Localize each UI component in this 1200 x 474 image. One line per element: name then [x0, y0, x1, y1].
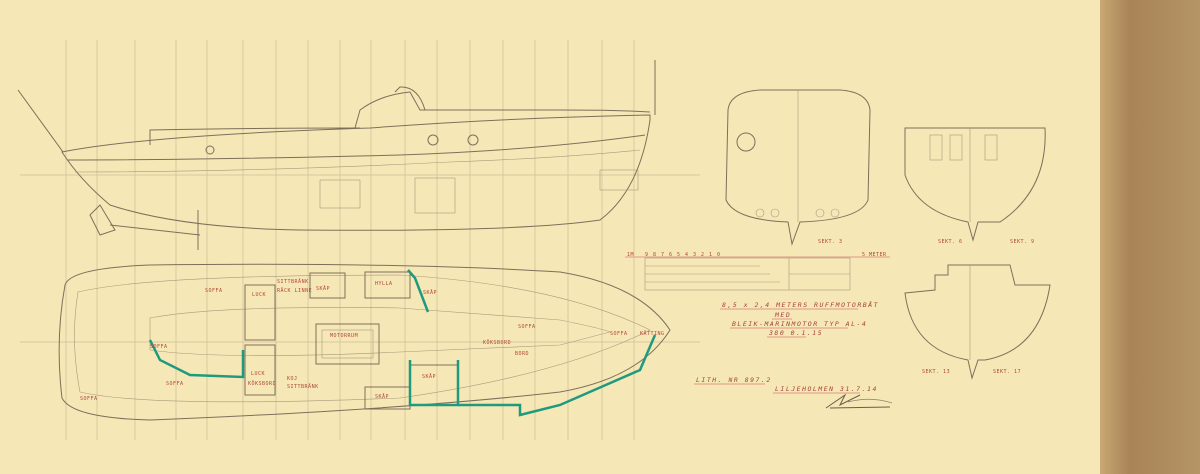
svg-text:SOFFA: SOFFA — [150, 344, 168, 350]
svg-text:BORD: BORD — [515, 351, 529, 357]
svg-text:SEKT. 9: SEKT. 9 — [1010, 239, 1035, 245]
svg-text:HYLLA: HYLLA — [375, 281, 393, 287]
svg-text:BLEIK-MARINMOTOR TYP AL-4: BLEIK-MARINMOTOR TYP AL-4 — [732, 320, 867, 328]
svg-text:SOFFA: SOFFA — [610, 331, 628, 337]
svg-text:1: 1 — [709, 252, 713, 258]
svg-text:1M: 1M — [627, 252, 634, 258]
svg-text:SEKT. 6: SEKT. 6 — [938, 239, 963, 245]
svg-text:LILJEHOLMEN 31.7.14: LILJEHOLMEN 31.7.14 — [775, 385, 878, 393]
svg-text:SOFFA: SOFFA — [518, 324, 536, 330]
svg-text:6: 6 — [669, 252, 673, 258]
svg-text:8: 8 — [653, 252, 657, 258]
svg-text:RÄCK LINNE: RÄCK LINNE — [277, 287, 312, 294]
svg-text:MOTORRUM: MOTORRUM — [330, 333, 358, 339]
svg-text:SKÅP: SKÅP — [423, 289, 437, 296]
bowsprit-pole — [17, 89, 64, 153]
station-grid — [20, 40, 700, 440]
svg-text:SKÅP: SKÅP — [375, 393, 389, 400]
deck-plan-view — [58, 263, 671, 421]
svg-text:LUCK: LUCK — [251, 371, 265, 377]
svg-text:KÖKSBORD: KÖKSBORD — [248, 380, 276, 387]
scale-bar-table: 1M 9 8 7 6 5 4 3 2 1 0 5 METER — [625, 252, 890, 291]
svg-text:7: 7 — [661, 252, 665, 258]
side-profile-view — [17, 60, 656, 250]
svg-text:380 0.1.15: 380 0.1.15 — [768, 329, 823, 337]
svg-text:SEKT. 13: SEKT. 13 — [922, 369, 950, 375]
svg-text:KOJ: KOJ — [287, 376, 298, 382]
svg-text:SOFFA: SOFFA — [205, 288, 223, 294]
paper-brown-edge — [1100, 0, 1200, 474]
svg-text:SOFFA: SOFFA — [166, 381, 184, 387]
svg-text:MED: MED — [774, 311, 791, 319]
signature — [825, 393, 893, 409]
svg-text:0: 0 — [717, 252, 721, 258]
svg-text:2: 2 — [701, 252, 705, 258]
svg-text:LUCK: LUCK — [252, 292, 266, 298]
svg-text:SEKT. 17: SEKT. 17 — [993, 369, 1021, 375]
svg-text:5: 5 — [677, 252, 681, 258]
svg-text:4: 4 — [685, 252, 689, 258]
svg-text:9: 9 — [645, 252, 649, 258]
svg-text:SKÅP: SKÅP — [422, 373, 436, 380]
svg-text:SOFFA: SOFFA — [80, 396, 98, 402]
svg-text:SEKT. 3: SEKT. 3 — [818, 239, 843, 245]
svg-text:SITTBRÄNK: SITTBRÄNK — [287, 383, 319, 390]
svg-text:SITTBRÄNK: SITTBRÄNK — [277, 278, 309, 285]
title-block: 8,5 x 2,4 METERS RUFFMOTORBÅT MED BLEIK-… — [694, 300, 893, 409]
svg-text:KÖKSBORD: KÖKSBORD — [483, 339, 511, 346]
svg-text:5 METER: 5 METER — [862, 252, 887, 258]
svg-text:SKÅP: SKÅP — [316, 285, 330, 292]
plan-labels: SOFFA LUCK SITTBRÄNK RÄCK LINNE SKÅP HYL… — [80, 278, 665, 402]
svg-text:KÄTTING: KÄTTING — [640, 330, 665, 337]
cross-sections: SEKT. 3 SEKT. 6 SEKT. 9 SEKT. 13 SEKT. 1… — [725, 89, 1051, 380]
svg-text:3: 3 — [693, 252, 697, 258]
svg-text:8,5 x 2,4 METERS RUFFMOTORBÅT: 8,5 x 2,4 METERS RUFFMOTORBÅT — [722, 300, 879, 309]
svg-text:LITH. NR 897.2: LITH. NR 897.2 — [696, 376, 772, 384]
